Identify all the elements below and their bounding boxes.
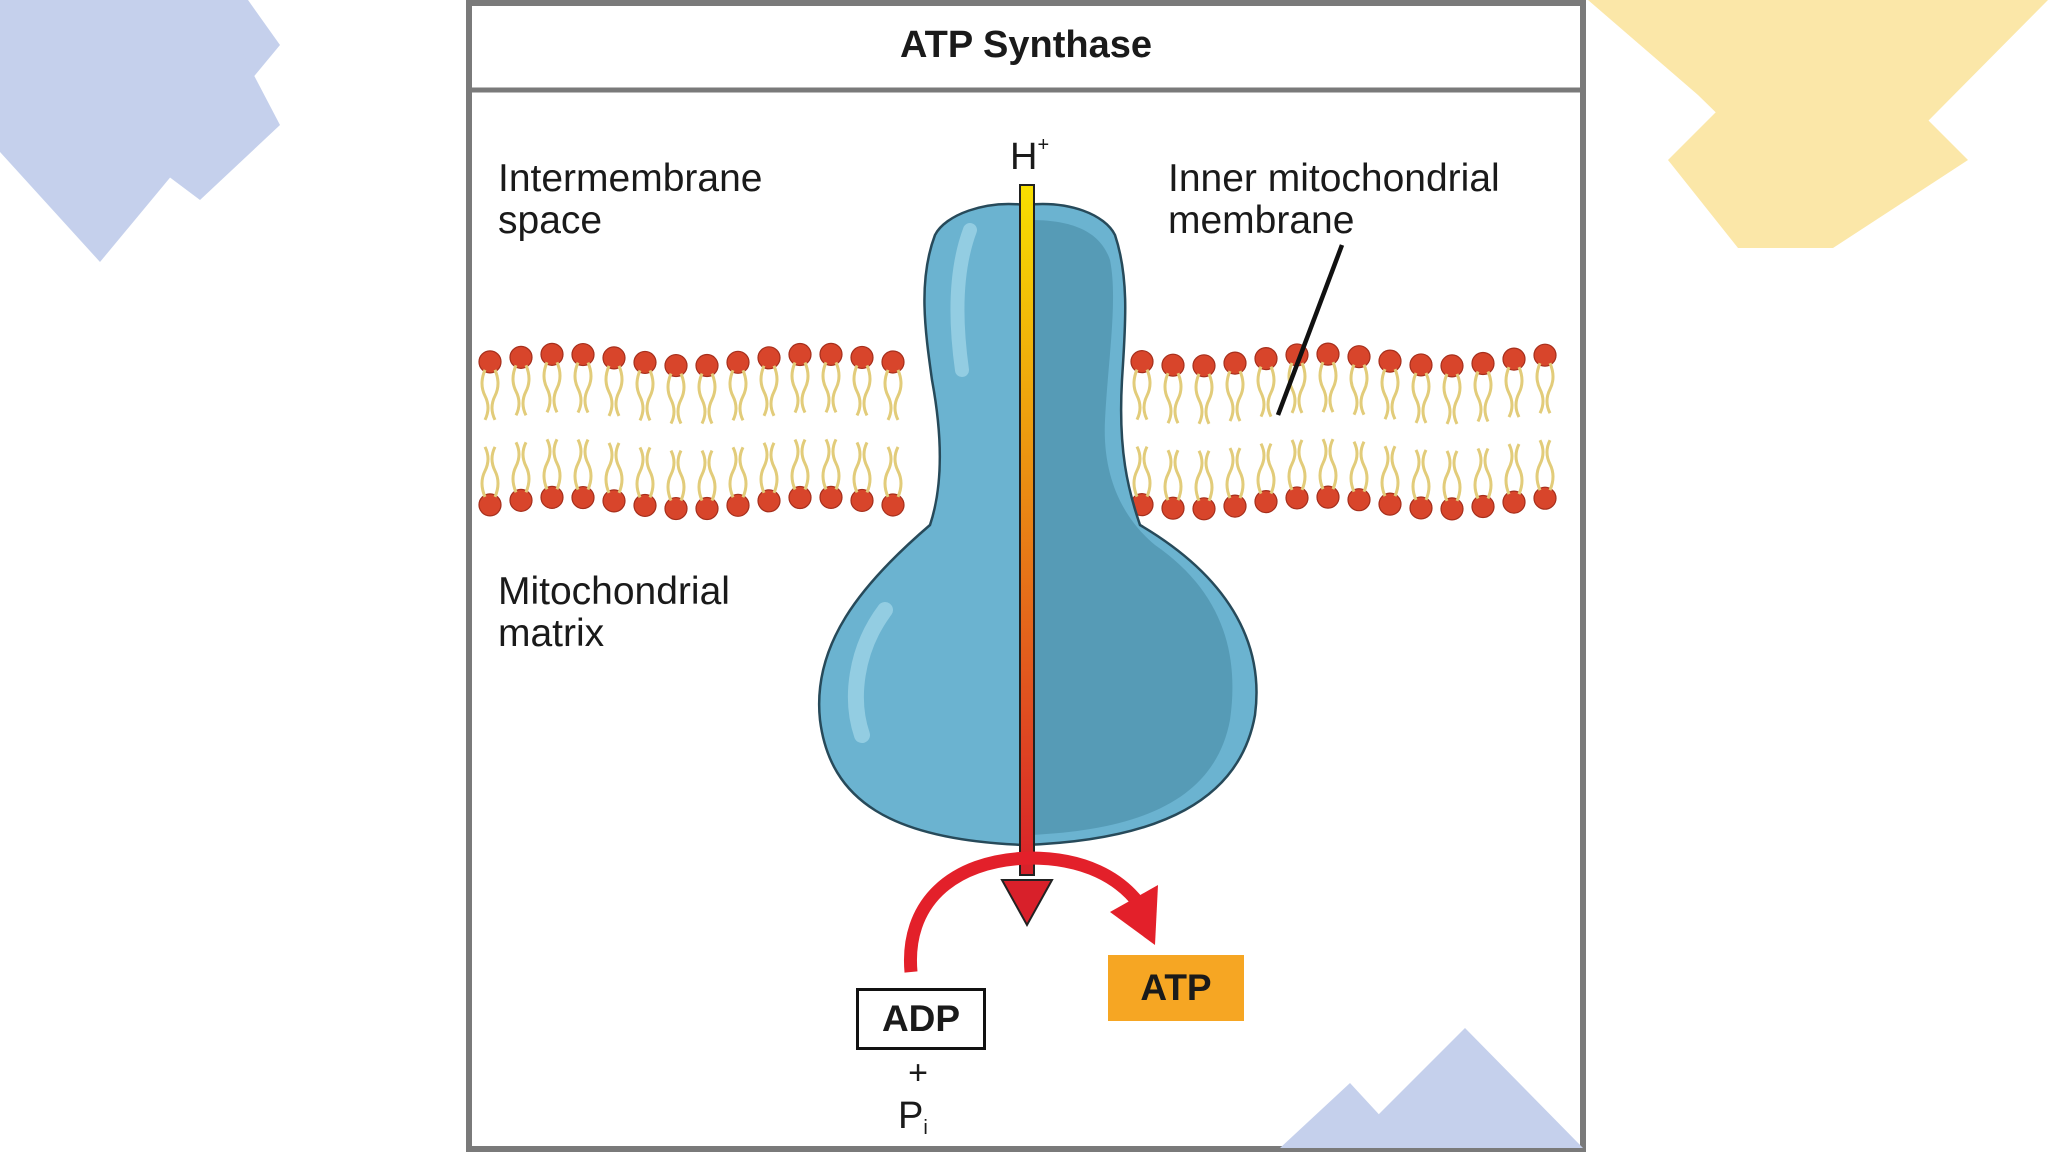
label-proton: H+ — [1010, 134, 1049, 179]
atp-box: ATP — [1108, 955, 1244, 1021]
membrane-leader-line — [1275, 244, 1345, 416]
reaction-arrowhead — [1110, 885, 1158, 945]
label-matrix-line2: matrix — [498, 612, 605, 655]
label-matrix-line1: Mitochondrial — [498, 570, 730, 613]
reaction-arrow — [903, 851, 1146, 973]
label-intermembrane-line1: Intermembrane — [498, 157, 763, 200]
label-inner-membrane: Inner mitochondrial membrane — [1168, 158, 1500, 242]
proton-flow-arrow — [1019, 184, 1035, 876]
decor-blue-shapes-top-left — [0, 0, 280, 262]
proton-charge: + — [1037, 134, 1050, 156]
diagram-title: ATP Synthase — [899, 23, 1152, 66]
label-phosphate: Pi — [898, 1095, 928, 1140]
proton-symbol: H — [1010, 136, 1038, 178]
proton-arrowhead — [1000, 879, 1054, 928]
label-mitochondrial-matrix: Mitochondrial matrix — [498, 571, 730, 655]
plus-sign: + — [908, 1054, 928, 1092]
label-inner-membrane-line2: membrane — [1168, 199, 1355, 242]
label-intermembrane-space: Intermembrane space — [498, 158, 762, 242]
phosphate-symbol: P — [898, 1095, 924, 1137]
label-intermembrane-line2: space — [498, 199, 603, 242]
adp-box: ADP — [856, 988, 986, 1050]
decor-blue-shapes-bottom — [1280, 1028, 1583, 1148]
phosphate-subscript: i — [923, 1117, 928, 1139]
label-inner-membrane-line1: Inner mitochondrial — [1168, 157, 1500, 200]
atp-synthase-enzyme — [817, 202, 1258, 847]
decor-yellow-shapes-top-right — [1588, 0, 2048, 248]
